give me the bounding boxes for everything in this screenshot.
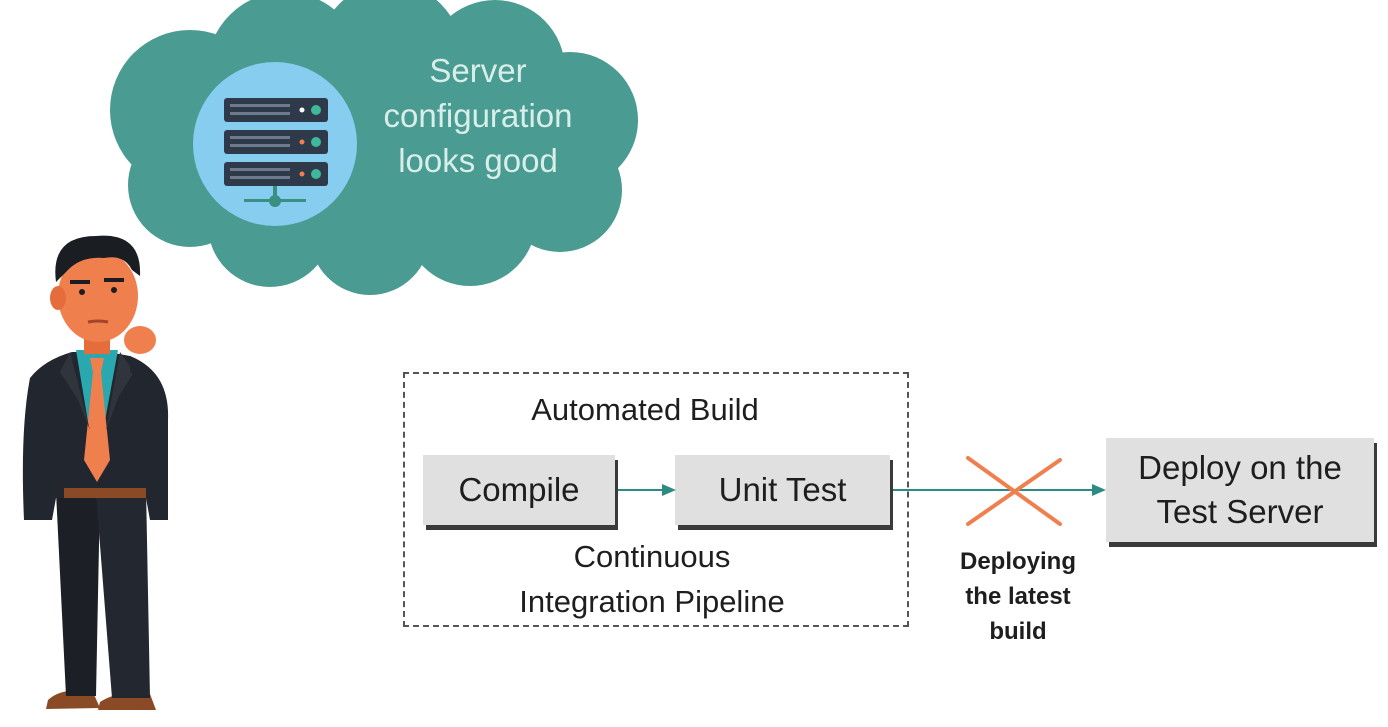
- thought-line-3: looks good: [398, 142, 558, 179]
- deploy-test-server-step: Deploy on the Test Server: [1106, 438, 1374, 542]
- unit-test-to-deploy-arrow: [893, 484, 1106, 496]
- lapel-right: [106, 352, 134, 430]
- face: [58, 250, 138, 342]
- thought-line-2: configuration: [383, 97, 573, 134]
- blocked-caption: Deploying the latest build: [938, 544, 1098, 649]
- left-leg: [56, 492, 100, 696]
- eyebrow-right: [104, 278, 124, 282]
- pipeline-subtitle: Continuous Integration Pipeline: [452, 534, 852, 624]
- hand: [124, 326, 156, 354]
- mouth: [87, 319, 109, 324]
- eye-right: [111, 287, 117, 293]
- thinking-person-illustration: [22, 235, 169, 710]
- pipeline-subtitle-line-2: Integration Pipeline: [519, 584, 785, 619]
- blocked-caption-line-1: Deploying: [959, 548, 1076, 575]
- deploy-label-line-2: Test Server: [1156, 493, 1324, 530]
- ci-pipeline-box: [403, 372, 909, 627]
- thought-line-1: Server: [429, 52, 527, 89]
- raised-arm: [130, 356, 169, 426]
- pipeline-subtitle-line-1: Continuous: [573, 539, 731, 574]
- ear: [50, 286, 66, 310]
- jacket: [22, 352, 168, 520]
- right-leg: [96, 488, 150, 698]
- pipeline-title: Automated Build: [531, 392, 759, 427]
- thought-cloud: [110, 0, 638, 295]
- hair: [55, 235, 141, 282]
- blocked-caption-line-3: build: [989, 618, 1047, 645]
- tie: [84, 358, 110, 482]
- blocked-caption-line-2: the latest: [965, 583, 1071, 610]
- server-rack-icon: [193, 62, 357, 226]
- thought-text: Server configuration looks good: [360, 48, 596, 183]
- belt: [64, 488, 146, 498]
- unit-test-label: Unit Test: [718, 471, 847, 508]
- eyebrow-left: [70, 280, 90, 284]
- eye-left: [79, 289, 85, 295]
- lapel-left: [60, 352, 90, 430]
- deploy-label-line-1: Deploy on the: [1138, 449, 1342, 486]
- compile-label: Compile: [458, 471, 580, 508]
- blocked-cross-icon: [966, 456, 1062, 526]
- compile-to-unit-test-arrow: [618, 484, 676, 496]
- unit-test-step: Unit Test: [675, 455, 890, 525]
- compile-step: Compile: [423, 455, 615, 525]
